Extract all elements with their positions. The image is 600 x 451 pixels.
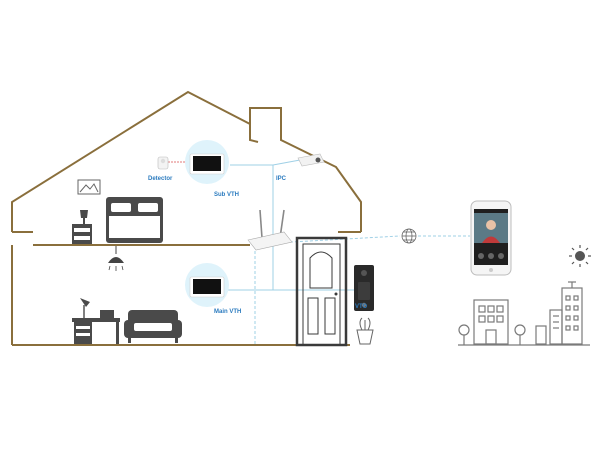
picture-frame-icon xyxy=(77,179,101,195)
door-icon xyxy=(295,236,348,347)
globe-icon xyxy=(401,228,417,244)
bed-icon xyxy=(106,197,163,243)
vto-label: VTO xyxy=(355,304,368,310)
smartphone-icon xyxy=(470,200,512,276)
house-outline xyxy=(11,90,362,346)
desk-icon xyxy=(72,298,120,344)
sun-icon xyxy=(569,245,591,267)
sub-vth-label: Sub VTH xyxy=(214,192,239,198)
ipc-label: IPC xyxy=(276,176,287,182)
detector-label: Detector xyxy=(148,176,173,182)
main-vth-monitor-icon xyxy=(185,263,229,307)
main-vth-label: Main VTH xyxy=(214,309,242,315)
line-ipc xyxy=(272,159,301,166)
network-lines xyxy=(222,159,470,345)
ceiling-lamp-icon xyxy=(108,246,124,271)
ipc-camera-icon xyxy=(297,153,325,167)
buildings-icon xyxy=(458,281,590,346)
plant-pot-icon xyxy=(356,317,374,345)
vto-doorbell-icon xyxy=(354,265,374,311)
router-icon xyxy=(247,209,293,251)
nightstand-lamp-icon xyxy=(72,210,92,244)
sofa-icon xyxy=(124,310,182,343)
sub-vth-monitor-icon xyxy=(185,140,229,184)
line-to-internet xyxy=(254,235,401,245)
detector-icon xyxy=(157,156,169,170)
